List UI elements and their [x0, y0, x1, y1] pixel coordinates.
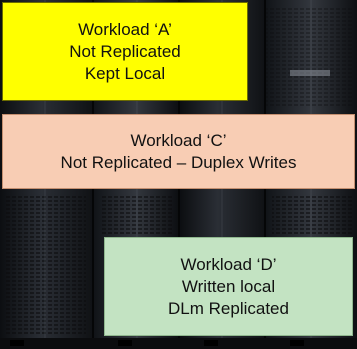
workload-a-line2: Not Replicated	[69, 41, 181, 61]
workload-c-line2: Not Replicated – Duplex Writes	[60, 152, 297, 172]
rack-vents	[6, 195, 86, 335]
rack-vents	[262, 8, 352, 108]
workload-d-box: Workload ‘D’ Written local DLm Replicate…	[104, 237, 353, 336]
rack-foot	[10, 340, 24, 346]
workload-a-line3: Kept Local	[84, 63, 166, 83]
rack-foot	[290, 340, 304, 346]
rack-foot	[118, 340, 132, 346]
rack-floor-shadow	[0, 338, 357, 349]
workload-d-line3: DLm Replicated	[168, 298, 289, 318]
rack-foot	[204, 340, 218, 346]
workload-a-title: Workload ‘A’	[78, 19, 172, 39]
workload-a-box: Workload ‘A’ Not Replicated Kept Local	[2, 2, 248, 101]
workload-c-title: Workload ‘C’	[130, 130, 227, 150]
rack-vents	[272, 195, 352, 235]
workload-c-box: Workload ‘C’ Not Replicated – Duplex Wri…	[2, 114, 355, 189]
workload-d-title: Workload ‘D’	[180, 254, 277, 274]
rack-vents	[100, 195, 172, 235]
workload-d-line2: Written local	[181, 276, 276, 296]
rack-logo-plate	[290, 70, 330, 76]
